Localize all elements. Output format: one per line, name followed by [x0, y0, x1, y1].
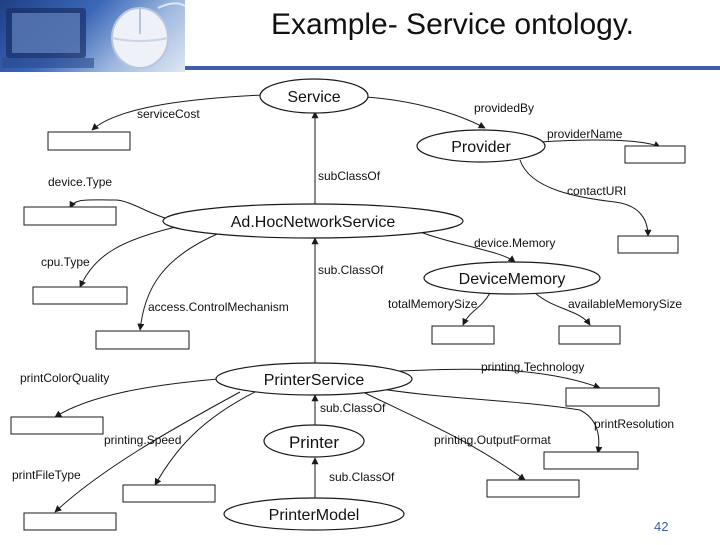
node-devicememory	[423, 261, 601, 295]
class-label-adhocnetworkservice: Ad.HocNetworkService	[231, 214, 396, 231]
value-box-printresolution	[543, 451, 639, 470]
edge-printresolution	[374, 387, 603, 454]
slide-header: Example- Service ontology.	[0, 0, 720, 72]
edge-accesscontrol	[137, 227, 233, 331]
relation-label-subclassof-printermodel: sub.ClassOf	[329, 470, 395, 484]
relation-label-providedby: providedBy	[474, 101, 534, 115]
edge-providedby	[364, 96, 486, 129]
value-box-providername	[624, 145, 686, 164]
class-labels: Service Provider Ad.HocNetworkService De…	[231, 89, 566, 524]
relation-label-subclassof-adhoc: subClassOf	[318, 169, 381, 183]
relation-label-availablememory: availableMemorySize	[568, 297, 682, 311]
class-label-printermodel: PrinterModel	[269, 507, 360, 524]
edge-devicetype	[69, 199, 173, 221]
relation-label-subclassof-printer: sub.ClassOf	[320, 401, 386, 415]
node-printermodel	[223, 497, 405, 531]
value-box-printingtechnology	[565, 387, 660, 407]
edge-availablememory	[534, 292, 591, 326]
node-provider	[416, 129, 546, 163]
value-box-printfiletype	[23, 512, 117, 531]
value-box-contacturi	[617, 235, 679, 254]
value-box-availablememory	[558, 325, 621, 345]
node-printer	[263, 424, 365, 458]
ontology-diagram: Service Provider Ad.HocNetworkService De…	[0, 72, 720, 540]
node-service	[259, 78, 369, 114]
edge-printingtechnology	[377, 368, 601, 390]
relation-label-printfiletype: printFileType	[12, 468, 81, 482]
value-boxes	[10, 131, 686, 531]
relation-label-printcolorquality: printColorQuality	[20, 371, 109, 385]
edge-contacturi	[519, 159, 652, 237]
relation-label-accesscontrol: access.ControlMechanism	[148, 300, 289, 314]
relation-label-providername: providerName	[547, 127, 623, 141]
relation-label-servicecost: serviceCost	[137, 107, 200, 121]
value-box-servicecost	[47, 131, 131, 151]
value-box-devicetype	[23, 206, 117, 226]
value-box-printingspeed	[122, 484, 216, 503]
relation-label-subclassof-printerservice: sub.ClassOf	[318, 263, 384, 277]
computer-mouse-icon	[2, 2, 185, 69]
node-adhocnetworkservice	[162, 203, 464, 239]
class-label-provider: Provider	[451, 139, 511, 156]
slide-title: Example- Service ontology.	[271, 8, 634, 41]
edge-totalmemory	[462, 292, 491, 326]
relation-label-cputype: cpu.Type	[41, 255, 90, 269]
value-box-totalmemory	[431, 325, 495, 345]
relation-label-devicetype: device.Type	[48, 175, 112, 189]
value-box-printingoutputformat	[486, 479, 580, 498]
relation-labels: serviceCost providedBy providerName cont…	[12, 101, 682, 484]
edge-printingspeed	[154, 391, 256, 486]
header-photo-computer	[0, 0, 185, 72]
edge-printfiletype	[54, 391, 241, 513]
edge-servicecost	[91, 94, 263, 131]
relation-label-printingtechnology: printing.Technology	[481, 360, 584, 374]
value-box-accesscontrol	[95, 330, 190, 350]
class-label-printerservice: PrinterService	[264, 372, 365, 389]
title-underline	[185, 66, 720, 70]
value-box-printcolorquality	[10, 416, 104, 435]
relation-label-totalmemory: totalMemorySize	[388, 297, 478, 311]
relation-label-printingoutputformat: printing.OutputFormat	[434, 433, 551, 447]
relation-label-printresolution: printResolution	[594, 417, 674, 431]
class-nodes	[162, 78, 601, 531]
edge-providername	[539, 139, 661, 148]
ontology-graph: Service Provider Ad.HocNetworkService De…	[10, 78, 686, 531]
edge-printingoutputformat	[364, 392, 526, 481]
page-number: 42	[654, 519, 669, 534]
edge-printcolorquality	[54, 378, 219, 418]
edge-cputype	[79, 225, 181, 288]
relation-label-printingspeed: printing.Speed	[104, 433, 181, 447]
class-label-printer: Printer	[289, 433, 339, 452]
value-box-cputype	[32, 286, 128, 305]
class-label-service: Service	[287, 89, 340, 106]
class-label-devicememory: DeviceMemory	[459, 271, 566, 288]
relation-edges	[54, 94, 661, 513]
relation-label-contacturi: contactURI	[567, 184, 626, 198]
relation-label-devicememory: device.Memory	[474, 236, 555, 250]
node-printerservice	[215, 362, 413, 396]
